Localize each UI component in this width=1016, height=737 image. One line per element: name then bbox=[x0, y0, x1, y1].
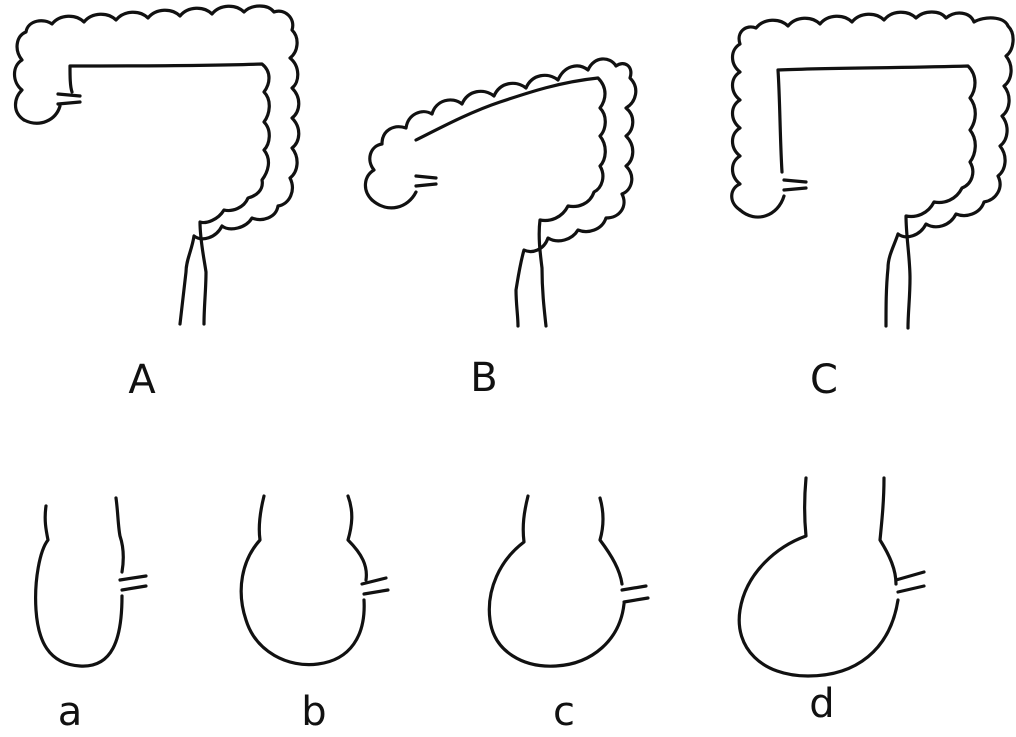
label-a: a bbox=[58, 689, 83, 735]
cecum-outline-d bbox=[739, 478, 898, 676]
ileocecal-junction-B bbox=[416, 176, 436, 186]
label-d: d bbox=[809, 681, 834, 727]
cecum-outline-b bbox=[241, 496, 366, 665]
colon-outline-B-inner bbox=[416, 78, 605, 326]
ileocecal-junction-a bbox=[120, 576, 146, 590]
cecum-cap-C bbox=[740, 196, 784, 217]
cecum-cap-B bbox=[372, 192, 416, 208]
cecum-outline-c bbox=[489, 496, 624, 666]
cecum-cap-A bbox=[24, 106, 60, 123]
colon-outline-C-inner bbox=[778, 66, 975, 328]
colon-outline-C-outer bbox=[732, 12, 1013, 326]
cecum-panel-d bbox=[739, 478, 924, 676]
label-c: c bbox=[553, 689, 575, 735]
colon-panel-C bbox=[732, 12, 1013, 328]
colon-panel-B bbox=[365, 59, 635, 326]
label-C: C bbox=[810, 357, 838, 403]
cecum-panel-a bbox=[36, 498, 146, 666]
cecum-outline-a bbox=[36, 498, 124, 666]
ileocecal-junction-C bbox=[784, 180, 806, 190]
ileocecal-junction-A bbox=[58, 94, 80, 104]
colon-panel-A bbox=[15, 6, 299, 324]
ileocecal-junction-c bbox=[622, 586, 648, 602]
cecum-panel-c bbox=[489, 496, 648, 666]
cecum-panel-b bbox=[241, 496, 388, 665]
ileocecal-junction-d bbox=[896, 572, 924, 592]
label-b: b bbox=[301, 689, 326, 735]
colon-outline-A-inner bbox=[70, 64, 269, 324]
label-A: A bbox=[128, 357, 156, 403]
label-B: B bbox=[470, 355, 497, 401]
colon-outline-A-outer bbox=[15, 6, 299, 324]
